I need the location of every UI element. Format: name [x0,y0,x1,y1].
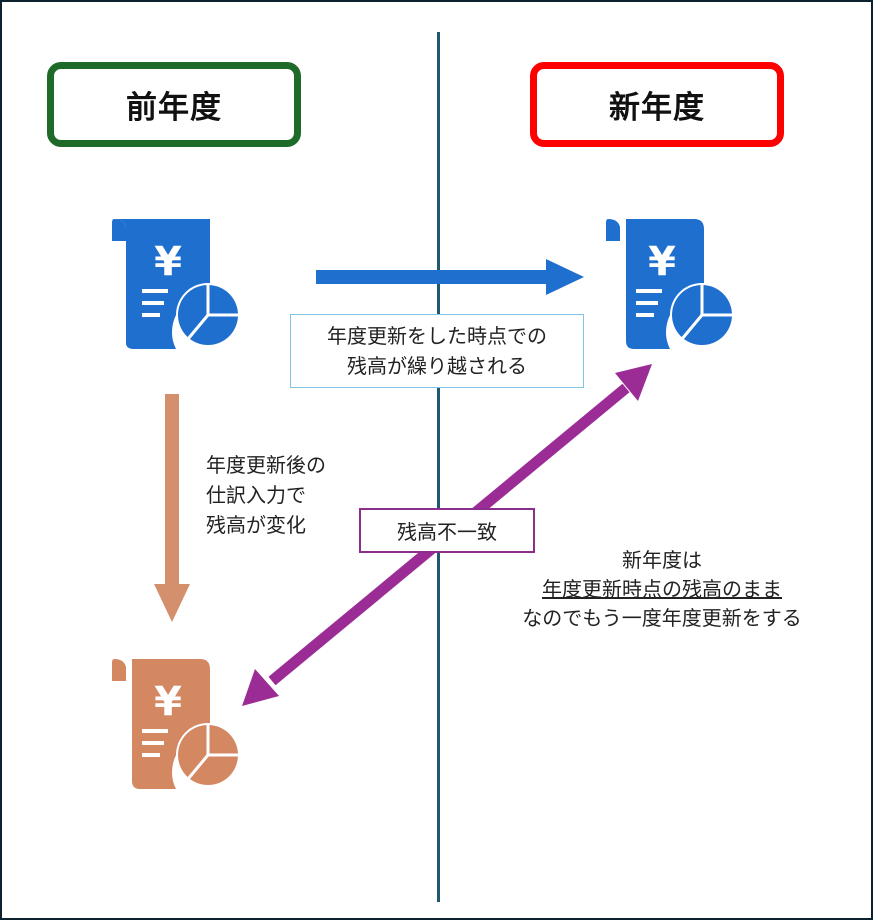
new-year-header: 新年度 [530,62,784,147]
svg-text:¥: ¥ [648,239,676,285]
carry-over-note: 年度更新をした時点での 残高が繰り越される [290,314,584,388]
balance-mismatch-label: 残高不一致 [359,508,535,553]
carry-over-note-line: 年度更新をした時点での [327,324,547,348]
journal-change-note-line: 残高が変化 [206,513,306,537]
new-balance-report-icon: ¥ [606,219,734,349]
changed-balance-report-icon: ¥ [112,659,240,789]
carry-over-note-line: 残高が繰り越される [347,354,527,378]
update-again-note-underlined-line: 年度更新時点の残高のまま [542,577,782,601]
previous-balance-report-icon: ¥ [112,219,240,349]
update-again-note-line: なのでもう一度年度更新をする [522,606,802,630]
year-divider-line [437,32,440,902]
journal-change-note-line: 年度更新後の [206,453,326,477]
update-again-note: 新年度は 年度更新時点の残高のまま なのでもう一度年度更新をする [507,546,817,633]
carry-over-arrow [316,259,584,295]
previous-year-label: 前年度 [126,90,222,126]
balance-change-arrow [154,394,190,622]
update-again-note-line: 新年度は [622,548,702,572]
new-year-label: 新年度 [609,90,705,126]
balance-mismatch-text: 残高不一致 [397,520,497,544]
svg-text:¥: ¥ [154,679,182,725]
svg-text:¥: ¥ [154,239,182,285]
previous-year-header: 前年度 [47,62,301,147]
journal-change-note: 年度更新後の 仕訳入力で 残高が変化 [206,450,326,540]
journal-change-note-line: 仕訳入力で [206,483,306,507]
